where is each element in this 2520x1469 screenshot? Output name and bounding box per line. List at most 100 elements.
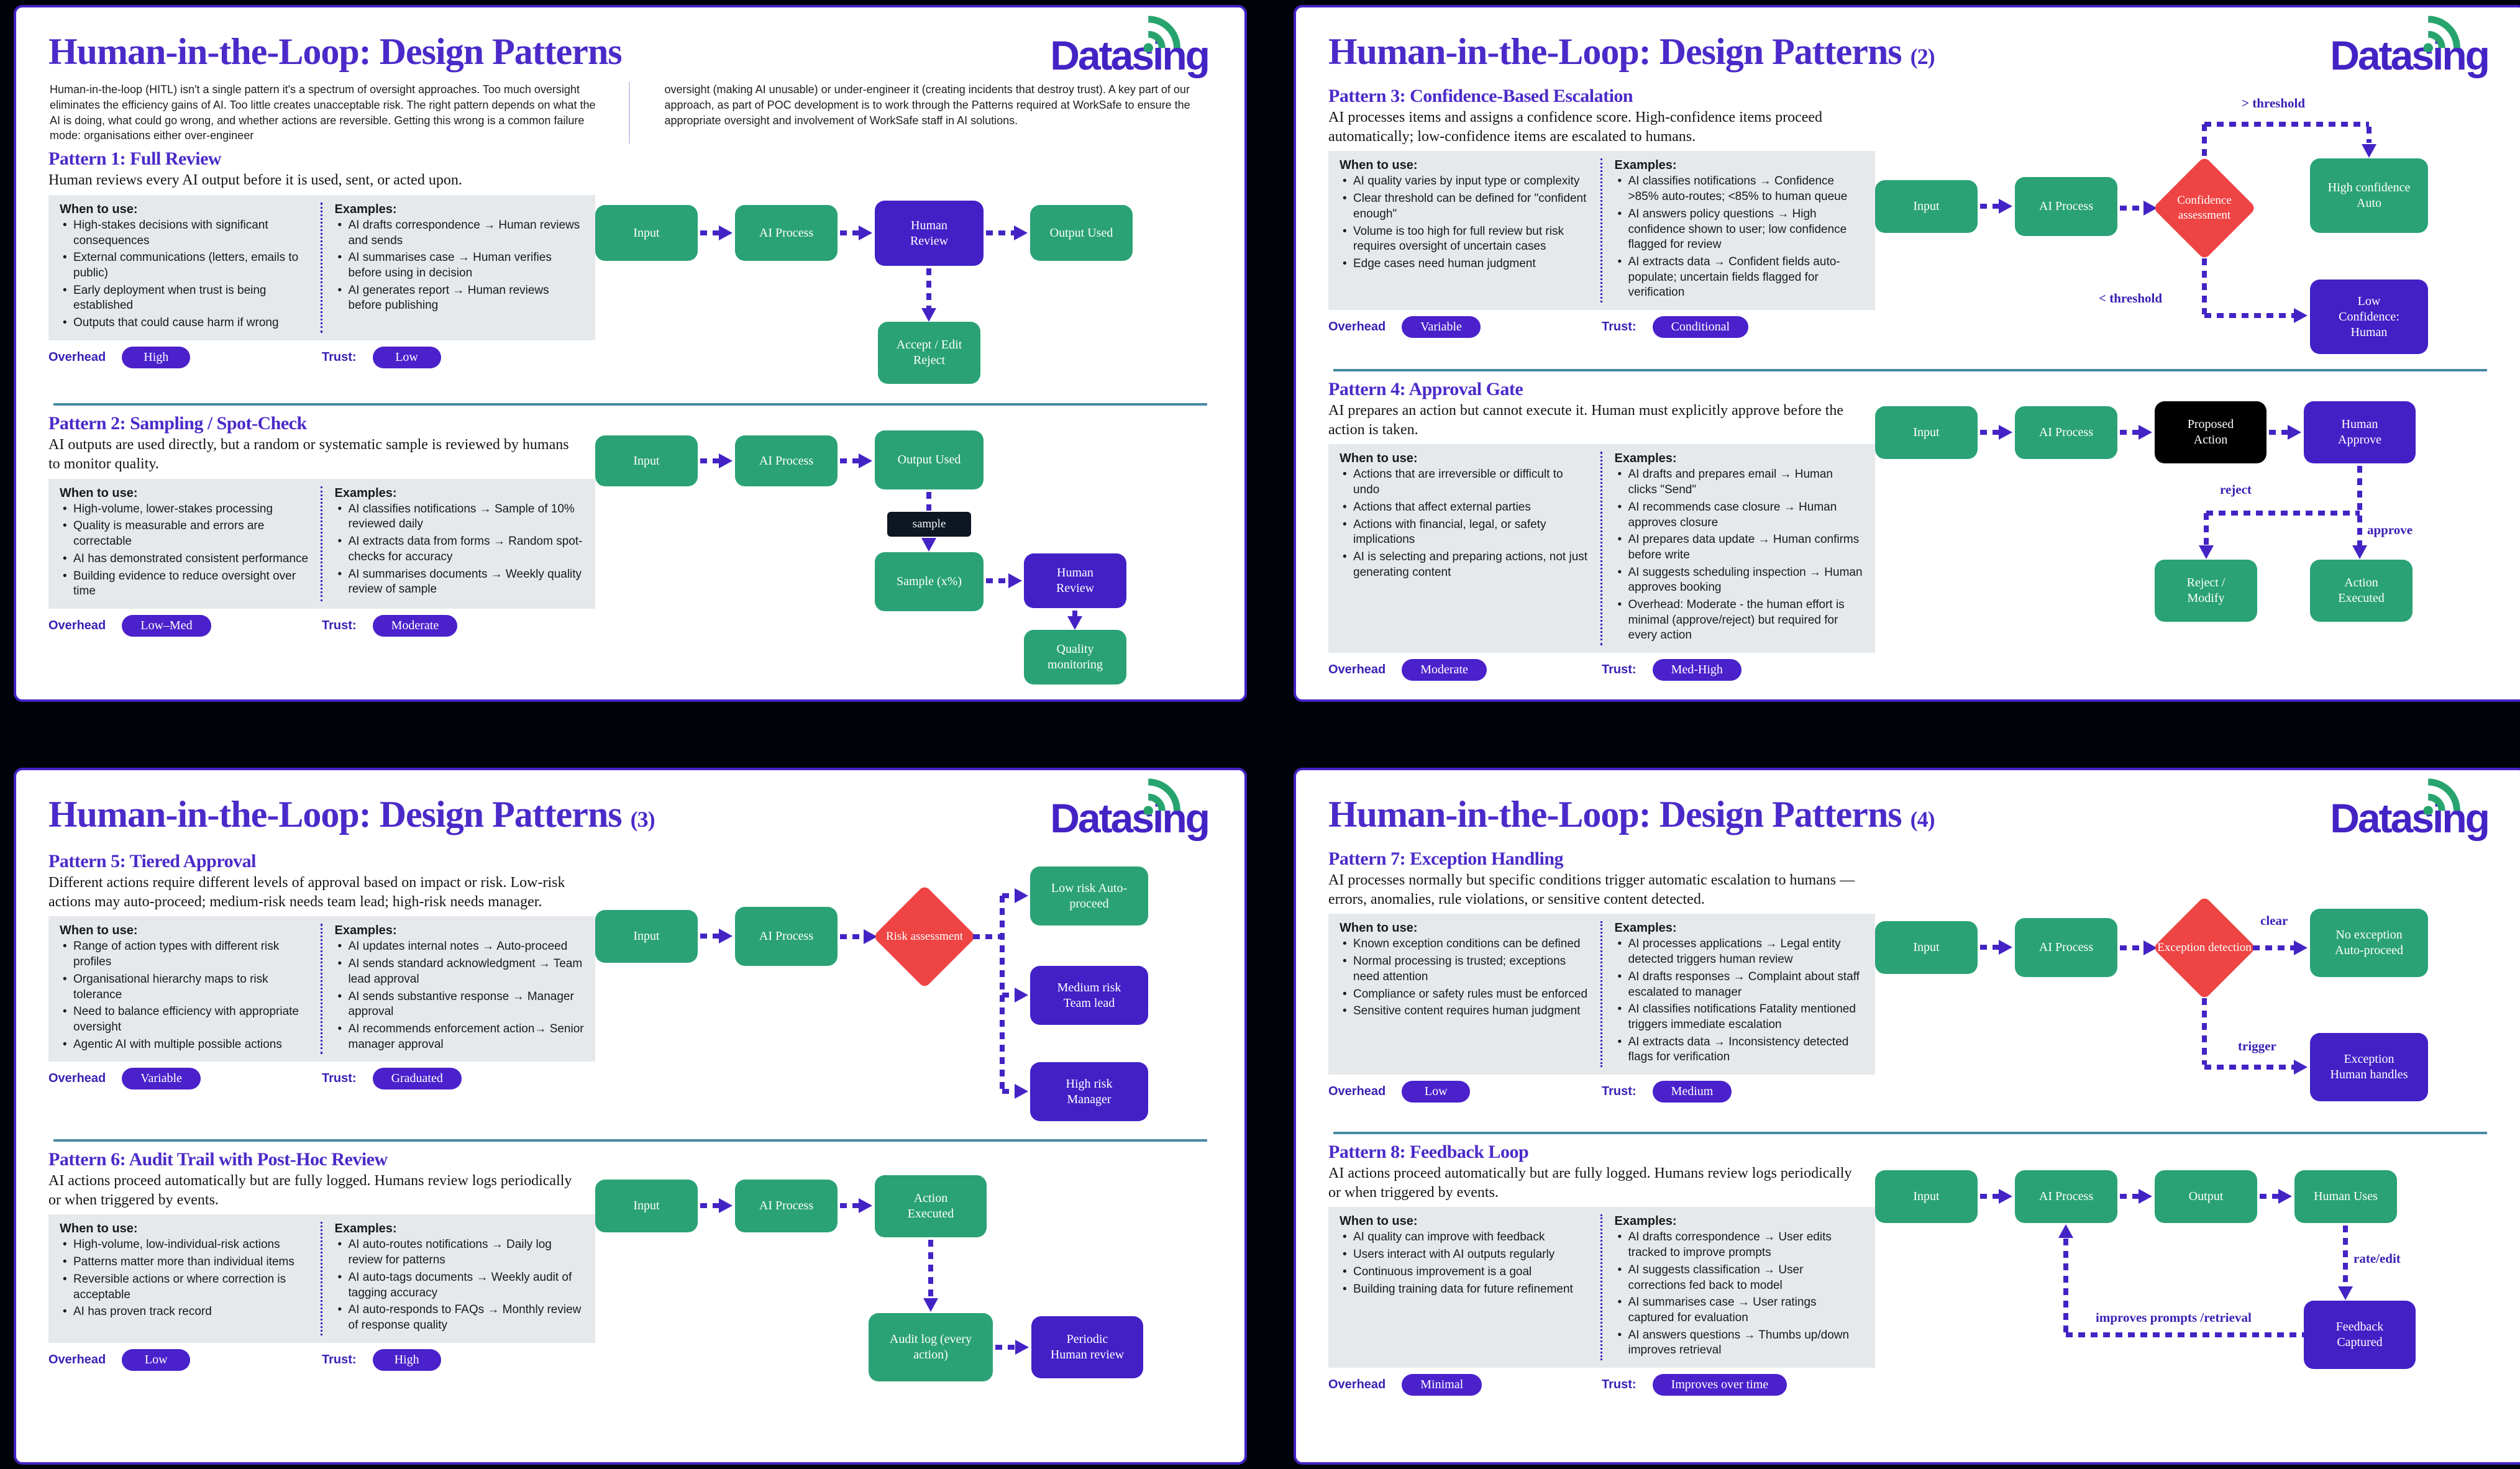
- pattern-8-meta: Overhead Minimal Trust: Improves over ti…: [1328, 1373, 1875, 1396]
- bullet-item: AI classifies notifications → Sample of …: [335, 502, 585, 532]
- arrowhead: [859, 225, 872, 241]
- overhead-badge: High: [122, 346, 191, 368]
- pattern-3-section: Pattern 3: Confidence-Based Escalation A…: [1328, 86, 2492, 360]
- node-input: Input: [595, 435, 698, 487]
- connector: [2204, 513, 2209, 545]
- examples-column: Examples: AI updates internal notes → Au…: [320, 924, 585, 1055]
- connector: [2343, 1226, 2348, 1286]
- bullet-item: AI answers questions → Thumbs up/down im…: [1615, 1328, 1865, 1358]
- connector: [926, 268, 931, 309]
- examples-title: Examples:: [1614, 452, 1677, 466]
- bullet-item: High-volume, low-individual-risk actions: [60, 1237, 309, 1253]
- examples-title: Examples:: [1614, 921, 1677, 935]
- node-input: Input: [1875, 921, 1978, 974]
- when-list: High-volume, low-individual-risk actions…: [60, 1237, 309, 1319]
- connector: [1980, 1194, 1999, 1199]
- pattern-1-meta: Overhead High Trust: Low: [48, 346, 595, 368]
- connector: [840, 230, 859, 236]
- when-to-use-column: When to use: High-stakes decisions with …: [60, 202, 309, 333]
- intro-paragraphs: Human-in-the-loop (HITL) isn't a single …: [50, 82, 1211, 144]
- arrowhead: [1015, 888, 1028, 903]
- connector: [840, 934, 864, 939]
- node-human-approve: Human Approve: [2304, 401, 2416, 463]
- arrowhead: [2143, 201, 2157, 216]
- connector: [2120, 1194, 2139, 1199]
- when-title: When to use:: [60, 924, 138, 938]
- datasing-logo: Datasing: [1050, 16, 1210, 76]
- node-low-confidence-human: Low Confidence: Human: [2310, 280, 2428, 354]
- trust-group: Trust: Moderate: [322, 614, 595, 637]
- edge-label-above-threshold: > threshold: [2242, 96, 2306, 111]
- title-text: Human-in-the-Loop: Design Patterns: [48, 31, 623, 72]
- pattern-5-section: Pattern 5: Tiered Approval Different act…: [48, 851, 1212, 1130]
- bullet-item: Compliance or safety rules must be enfor…: [1340, 987, 1589, 1003]
- arrowhead: [864, 929, 877, 944]
- title-suffix: (4): [1910, 807, 1935, 832]
- overhead-badge: Variable: [1402, 316, 1481, 338]
- when-list: Actions that are irreversible or difficu…: [1340, 467, 1589, 580]
- pattern-1-text: Pattern 1: Full Review Human reviews eve…: [48, 148, 595, 368]
- connector: [2066, 1332, 2304, 1337]
- connector: [1002, 993, 1015, 998]
- connector: [2269, 430, 2288, 435]
- node-ai-process: AI Process: [2015, 177, 2117, 236]
- bullet-item: AI summarises case → User ratings captur…: [1615, 1295, 1865, 1326]
- bullet-item: AI updates internal notes → Auto-proceed: [335, 939, 585, 955]
- logo-wordmark: Datasing: [2330, 795, 2490, 841]
- trust-group: Trust: Conditional: [1602, 316, 1875, 338]
- arrowhead: [2143, 940, 2157, 955]
- connector: [2063, 1239, 2068, 1335]
- title-text: Human-in-the-Loop: Design Patterns: [1328, 794, 1902, 835]
- when-to-use-column: When to use: AI quality varies by input …: [1340, 158, 1589, 302]
- trust-group: Trust: Low: [322, 346, 595, 368]
- overhead-group: Overhead Low–Med: [48, 614, 322, 637]
- when-title: When to use:: [60, 202, 138, 217]
- pattern-5-heading: Pattern 5: Tiered Approval: [48, 851, 256, 871]
- intro-left: Human-in-the-loop (HITL) isn't a single …: [50, 82, 630, 144]
- bullet-item: Building evidence to reduce oversight ov…: [60, 569, 309, 599]
- bullet-item: AI has demonstrated consistent performan…: [60, 552, 309, 567]
- when-to-use-column: When to use: Range of action types with …: [60, 924, 309, 1054]
- bullet-item: Actions that are irreversible or difficu…: [1340, 467, 1589, 498]
- connector: [973, 934, 1003, 939]
- node-input: Input: [595, 910, 698, 963]
- arrowhead: [2288, 425, 2301, 440]
- signal-arcs-icon: [1143, 778, 1180, 815]
- slide-1: Human-in-the-Loop: Design Patterns Datas…: [14, 5, 1247, 702]
- trust-group: Trust: High: [322, 1348, 595, 1371]
- node-no-exception-auto-proceed: No exception Auto-proceed: [2310, 909, 2428, 977]
- overhead-label: Overhead: [48, 1352, 106, 1367]
- when-title: When to use:: [1340, 921, 1418, 935]
- node-ai-process: AI Process: [735, 435, 838, 487]
- connector: [840, 1203, 859, 1208]
- when-list: High-volume, lower-stakes processingQual…: [60, 502, 309, 599]
- edge-label-improves-prompts: improves prompts /retrieval: [2096, 1310, 2252, 1325]
- connector: [2253, 945, 2294, 950]
- overhead-label: Overhead: [48, 350, 106, 364]
- arrowhead: [2338, 1286, 2353, 1300]
- slide-3-header: Human-in-the-Loop: Design Patterns(3) Da…: [48, 778, 1212, 839]
- when-list: High-stakes decisions with significant c…: [60, 218, 309, 331]
- arrowhead: [921, 538, 936, 552]
- connector: [2206, 511, 2360, 516]
- pattern-4-info-box: When to use: Actions that are irreversib…: [1328, 444, 1875, 653]
- node-reject-modify: Reject / Modify: [2155, 560, 2257, 622]
- bullet-item: AI extracts data → Confident fields auto…: [1615, 255, 1865, 301]
- node-low-risk-auto-proceed: Low risk Auto-proceed: [1030, 866, 1148, 926]
- examples-list: AI auto-routes notifications → Daily log…: [335, 1237, 585, 1333]
- bullet-item: Outputs that could cause harm if wrong: [60, 316, 309, 331]
- examples-column: Examples: AI processes applications → Le…: [1600, 921, 1865, 1067]
- overhead-group: Overhead Variable: [1328, 316, 1602, 338]
- connector: [2120, 206, 2143, 211]
- bullet-item: AI extracts data → Inconsistency detecte…: [1615, 1035, 1865, 1065]
- connector: [700, 458, 719, 464]
- bullet-item: Early deployment when trust is being est…: [60, 283, 309, 314]
- when-to-use-column: When to use: Known exception conditions …: [1340, 921, 1589, 1067]
- arrowhead: [1015, 988, 1028, 1003]
- examples-column: Examples: AI classifies notifications → …: [1600, 158, 1865, 302]
- pattern-4-section: Pattern 4: Approval Gate AI prepares an …: [1328, 379, 2492, 681]
- connector: [700, 1203, 719, 1208]
- connector: [926, 492, 931, 511]
- page-title: Human-in-the-Loop: Design Patterns (4): [1328, 786, 1935, 834]
- when-title: When to use:: [60, 486, 138, 500]
